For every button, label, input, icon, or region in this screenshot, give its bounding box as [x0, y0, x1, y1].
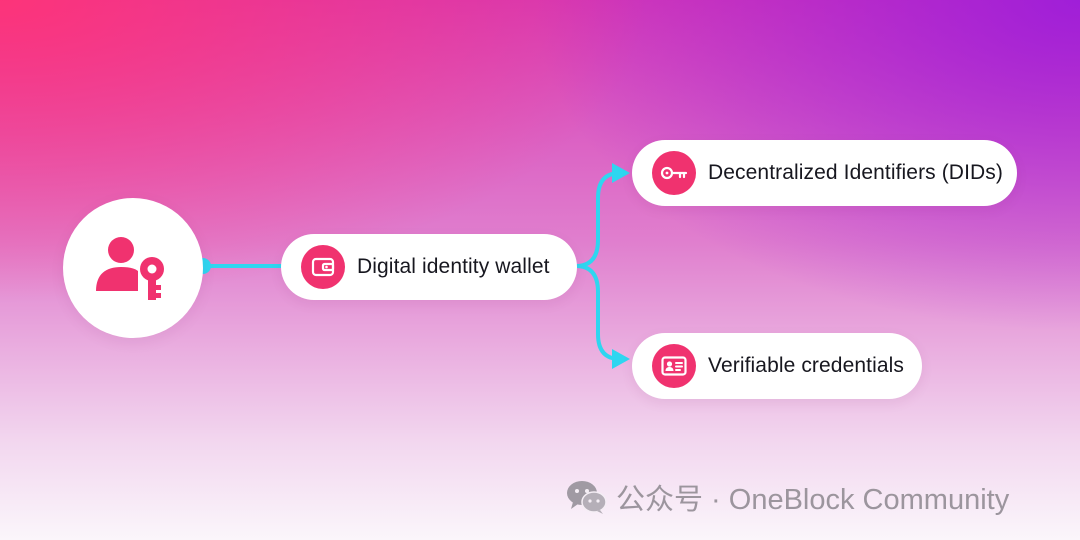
credentials-node[interactable]: Verifiable credentials: [632, 333, 922, 399]
wechat-icon: [566, 479, 608, 515]
key-icon: [652, 151, 696, 195]
wallet-label: Digital identity wallet: [357, 255, 550, 278]
credentials-label: Verifiable credentials: [708, 354, 904, 377]
dids-node[interactable]: Decentralized Identifiers (DIDs): [632, 140, 1017, 206]
wallet-node[interactable]: Digital identity wallet: [281, 234, 577, 300]
wallet-icon: [301, 245, 345, 289]
arrowhead-dids: [612, 163, 630, 183]
connector-wallet-to-dids: [575, 171, 621, 268]
dids-label: Decentralized Identifiers (DIDs): [708, 161, 1003, 184]
id-card-icon: [652, 344, 696, 388]
watermark-text: 公众号 · OneBlock Community: [616, 484, 1010, 516]
user-key-icon: [96, 233, 170, 303]
user-node: [63, 198, 203, 338]
connector-wallet-to-credentials: [575, 264, 621, 361]
arrowhead-credentials: [612, 349, 630, 369]
watermark: 公众号 · OneBlock Community: [566, 476, 1009, 518]
